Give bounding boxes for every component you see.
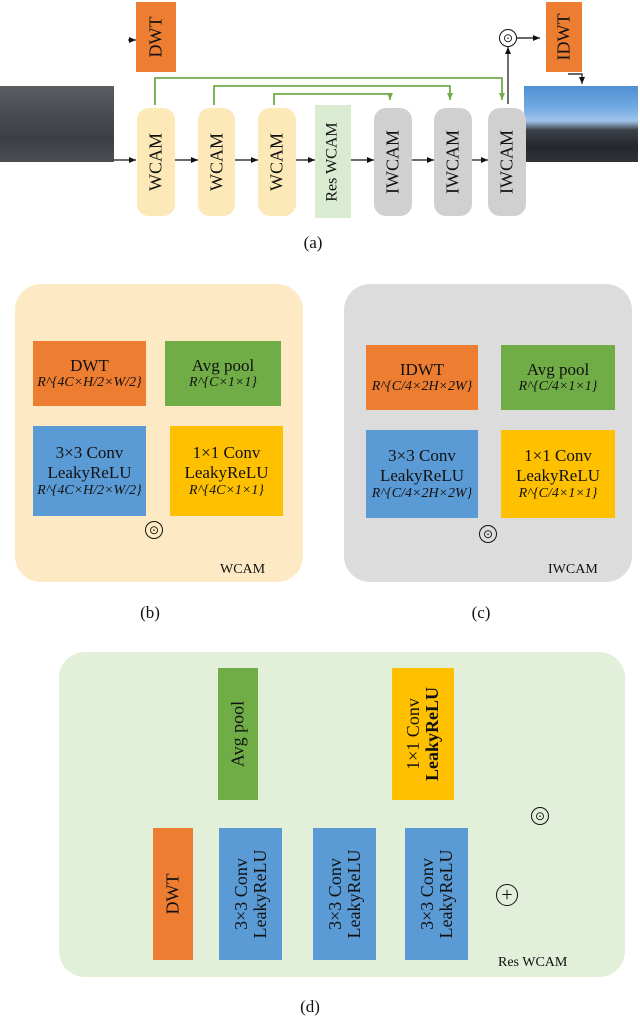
d-conv3-3-text: 3×3 Conv LeakyReLU	[416, 849, 456, 939]
a-wcam-1: WCAM	[137, 108, 175, 216]
a-output-image	[524, 86, 638, 162]
b-dwt-block: DWT R^{4C×H/2×W/2}	[33, 341, 146, 406]
d-conv3-block-1: 3×3 Conv LeakyReLU	[219, 828, 282, 960]
c-conv1-dim: R^{C/4×1×1}	[518, 485, 598, 501]
a-multiply-icon: ⊙	[499, 29, 517, 47]
b-multiply-icon: ⊙	[145, 521, 163, 539]
c-idwt-label: IDWT	[399, 359, 445, 379]
c-conv1-act: LeakyReLU	[515, 465, 601, 485]
a-iwcam-3-label: IWCAM	[496, 130, 517, 194]
d-conv1-block: 1×1 Conv LeakyReLU	[392, 668, 454, 800]
d-conv1-act: LeakyReLU	[422, 687, 442, 781]
c-conv1-block: 1×1 Conv LeakyReLU R^{C/4×1×1}	[501, 430, 615, 518]
c-idwt-block: IDWT R^{C/4×2H×2W}	[366, 345, 478, 410]
b-conv1-dim: R^{4C×1×1}	[189, 482, 264, 498]
b-conv1-block: 1×1 Conv LeakyReLU R^{4C×1×1}	[170, 426, 283, 516]
d-conv3-block-2: 3×3 Conv LeakyReLU	[313, 828, 376, 960]
b-conv1-label: 1×1 Conv	[192, 443, 261, 463]
c-conv3-label: 3×3 Conv	[388, 446, 456, 466]
d-conv1-text: 1×1 Conv LeakyReLU	[403, 687, 442, 781]
c-conv3-block: 3×3 Conv LeakyReLU R^{C/4×2H×2W}	[366, 430, 478, 518]
d-conv3-2-label: 3×3 Conv	[324, 858, 345, 930]
d-dwt-block: DWT	[153, 828, 193, 960]
a-wcam-3-label: WCAM	[266, 133, 287, 191]
d-avgpool-block: Avg pool	[218, 668, 258, 800]
c-conv1-label: 1×1 Conv	[524, 446, 592, 466]
a-wcam-2: WCAM	[198, 108, 235, 216]
b-conv1-act: LeakyReLU	[184, 462, 269, 482]
d-conv3-block-3: 3×3 Conv LeakyReLU	[405, 828, 468, 960]
d-dwt-label: DWT	[162, 873, 183, 915]
d-conv1-label: 1×1 Conv	[403, 698, 424, 770]
b-panel-name: WCAM	[220, 562, 266, 577]
a-iwcam-3: IWCAM	[488, 108, 526, 216]
d-avgpool-label: Avg pool	[227, 700, 248, 768]
caption-c: (c)	[471, 603, 491, 622]
a-wcam-1-label: WCAM	[145, 133, 166, 191]
d-add-icon: +	[496, 884, 518, 906]
d-multiply-icon: ⊙	[531, 807, 549, 825]
a-res-wcam: Res WCAM	[315, 105, 351, 218]
c-avgpool-block: Avg pool R^{C/4×1×1}	[501, 345, 615, 410]
a-iwcam-2-label: IWCAM	[442, 130, 463, 194]
b-avgpool-block: Avg pool R^{C×1×1}	[165, 341, 281, 406]
a-iwcam-1: IWCAM	[374, 108, 412, 216]
d-conv3-1-label: 3×3 Conv	[230, 858, 251, 930]
c-avgpool-dim: R^{C/4×1×1}	[518, 379, 598, 395]
a-iwcam-1-label: IWCAM	[382, 130, 403, 194]
a-wcam-3: WCAM	[258, 108, 296, 216]
b-conv3-block: 3×3 Conv LeakyReLU R^{4C×H/2×W/2}	[33, 426, 146, 516]
b-dwt-dim: R^{4C×H/2×W/2}	[37, 375, 142, 391]
c-conv3-dim: R^{C/4×2H×2W}	[371, 485, 473, 501]
a-idwt-box: IDWT	[546, 2, 582, 72]
a-res-wcam-label: Res WCAM	[323, 121, 341, 202]
b-conv3-act: LeakyReLU	[47, 462, 132, 482]
d-conv3-3-label: 3×3 Conv	[416, 858, 437, 930]
d-conv3-2-text: 3×3 Conv LeakyReLU	[324, 849, 364, 939]
b-avgpool-label: Avg pool	[191, 355, 255, 375]
c-multiply-icon: ⊙	[479, 525, 497, 543]
d-conv3-3-act: LeakyReLU	[435, 849, 456, 939]
c-idwt-dim: R^{C/4×2H×2W}	[371, 379, 473, 395]
caption-a: (a)	[303, 233, 323, 252]
d-conv3-1-text: 3×3 Conv LeakyReLU	[230, 849, 270, 939]
a-dwt-label: DWT	[145, 16, 166, 58]
c-panel-name: IWCAM	[548, 562, 598, 577]
a-dwt-box: DWT	[136, 2, 176, 72]
a-iwcam-2: IWCAM	[434, 108, 472, 216]
b-avgpool-dim: R^{C×1×1}	[189, 375, 257, 391]
caption-d: (d)	[300, 997, 320, 1016]
c-conv3-act: LeakyReLU	[379, 465, 465, 485]
a-wcam-2-label: WCAM	[206, 133, 227, 191]
d-panel-name: Res WCAM	[498, 955, 568, 970]
a-input-image	[0, 86, 114, 162]
b-dwt-label: DWT	[70, 355, 109, 375]
d-conv3-2-act: LeakyReLU	[343, 849, 364, 939]
b-conv3-dim: R^{4C×H/2×W/2}	[37, 482, 142, 498]
d-conv3-1-act: LeakyReLU	[249, 849, 270, 939]
a-idwt-label: IDWT	[553, 13, 574, 61]
caption-b: (b)	[140, 603, 160, 622]
c-avgpool-label: Avg pool	[526, 359, 590, 379]
b-conv3-label: 3×3 Conv	[55, 443, 124, 463]
